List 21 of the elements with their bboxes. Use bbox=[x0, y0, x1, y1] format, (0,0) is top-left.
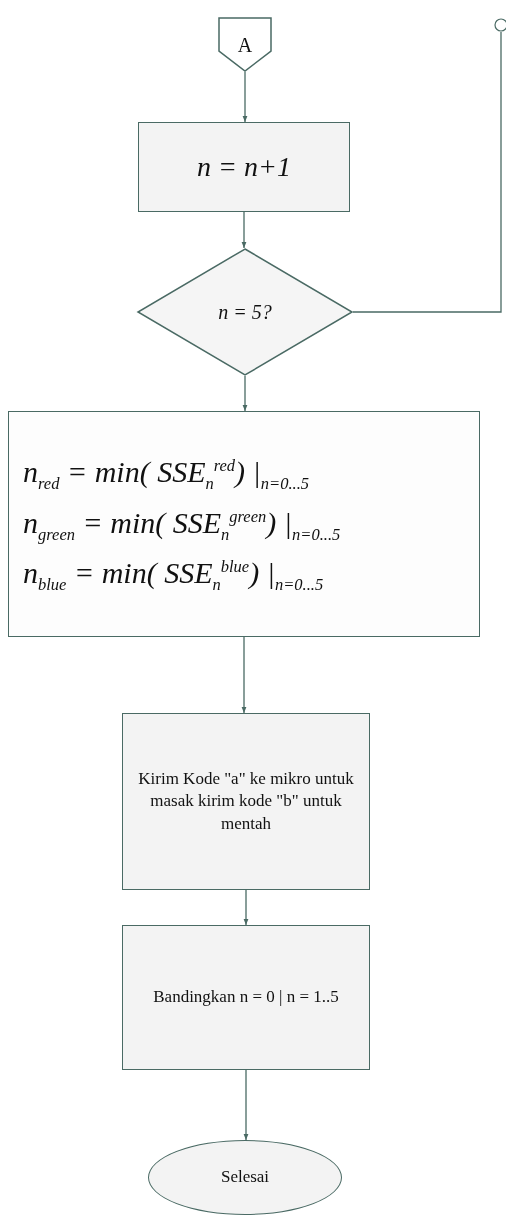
arrow bbox=[242, 375, 248, 412]
arrow bbox=[243, 889, 249, 926]
off-page-connector bbox=[218, 17, 272, 72]
formula-text: n$_{red}$ = min( SSE$_{n}$$^{red}$) |$_{n=0...5}$ bbox=[23, 454, 310, 495]
process-box bbox=[122, 713, 370, 890]
process-box bbox=[138, 122, 350, 212]
formula-text: n$_{green}$ = min( SSE$_{n}$$^{green}$) |$_{n=0...5}$ bbox=[23, 504, 341, 546]
node-label: n = 5? bbox=[218, 300, 272, 325]
node-label: Kirim Kode "a" ke mikro untuk masak kirim kode "b" untuk mentah bbox=[138, 768, 354, 835]
process-box bbox=[122, 925, 370, 1070]
arrow bbox=[242, 71, 248, 123]
arrow bbox=[241, 636, 247, 714]
node-label: A bbox=[237, 32, 253, 58]
node-label: Bandingkan n = 0 | n = 1..5 bbox=[153, 986, 339, 1009]
arrow bbox=[243, 1069, 249, 1141]
node-label: Selesai bbox=[220, 1166, 270, 1189]
decision-diamond bbox=[137, 248, 353, 376]
formula-text: n$_{blue}$ = min( SSE$_{n}$$^{blue}$) |$_{n=0...5}$ bbox=[23, 555, 324, 596]
node-label: n = n+1 bbox=[197, 149, 291, 184]
arrow bbox=[241, 211, 247, 249]
formula-box bbox=[8, 411, 480, 637]
